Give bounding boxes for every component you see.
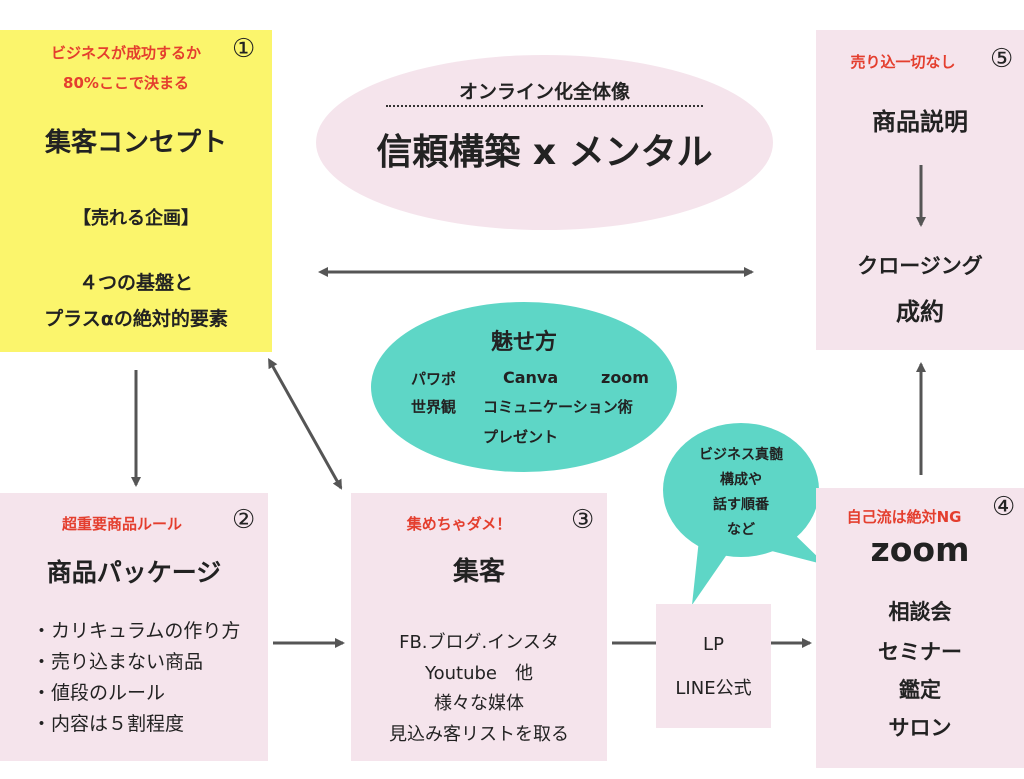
appraisal-label: 鑑定 <box>899 678 941 702</box>
arrow-concept-to-attract <box>268 358 343 490</box>
presentation-ellipse: 魅せ方 パワポ Canva zoom 世界観 コミュニケーション術 プレゼント <box>371 302 677 472</box>
lp-label: LP <box>703 634 724 655</box>
dotted-divider <box>386 105 703 107</box>
seminar-label: セミナー <box>878 640 962 664</box>
concept-box: ビジネスが成功するか 80%ここで決まる ① 集客コンセプト 【売れる企画】 ４… <box>0 30 272 352</box>
presentation-title: 魅せ方 <box>490 330 557 355</box>
speech-bubble-text: ビジネス真髄 構成や 話す順番 など <box>663 440 819 550</box>
concept-line2: プラスαの絶対的要素 <box>44 308 228 330</box>
media-line2: Youtube 他 <box>425 663 533 684</box>
product-rule-tag: 超重要商品ルール <box>61 515 182 533</box>
step-number-5: ⑤ <box>990 44 1014 74</box>
attract-tag: 集めちゃダメ！ <box>406 515 512 533</box>
lp-box: LP LINE公式 <box>656 604 771 728</box>
concept-tag-line2: 80%ここで決まる <box>63 74 189 92</box>
attract-customers-box: 集めちゃダメ！ ③ 集客 FB.ブログ.インスタ Youtube 他 様々な媒体… <box>351 493 607 761</box>
media-line3: 様々な媒体 <box>434 693 524 714</box>
closing-tag: 売り込一切なし <box>850 53 956 71</box>
concept-subtitle: 【売れる企画】 <box>73 208 199 229</box>
overview-title: 信頼構築 x メンタル <box>376 132 713 173</box>
media-line4: 見込み客リストを取る <box>389 724 569 745</box>
concept-line1: ４つの基盤と <box>78 272 193 294</box>
attract-title: 集客 <box>452 557 505 587</box>
media-line1: FB.ブログ.インスタ <box>399 632 559 653</box>
salon-label: サロン <box>888 716 952 740</box>
concept-tag-line1: ビジネスが成功するか <box>50 44 201 62</box>
step-number-2: ② <box>232 505 256 535</box>
zoom-title: zoom <box>870 530 970 569</box>
product-rule-list: ・カリキュラムの作り方 ・売り込まない商品 ・値段のルール ・内容は５割程度 <box>32 616 240 740</box>
speech-line1: ビジネス真髄 <box>699 447 783 463</box>
consultation-label: 相談会 <box>888 600 952 624</box>
item-communication: コミュニケーション術 <box>483 398 633 416</box>
overview-subtitle: オンライン化全体像 <box>458 81 630 103</box>
product-explanation: 商品説明 <box>872 108 968 136</box>
speech-line4: など <box>727 522 755 538</box>
concept-title: 集客コンセプト <box>44 128 227 158</box>
step-number-3: ③ <box>571 505 595 535</box>
list-item: ・売り込まない商品 <box>32 651 204 673</box>
list-item: ・カリキュラムの作り方 <box>32 620 241 642</box>
item-zoom: zoom <box>601 368 649 387</box>
speech-line3: 話す順番 <box>713 497 769 513</box>
speech-line2: 構成や <box>720 472 762 488</box>
list-item: ・値段のルール <box>32 682 166 704</box>
zoom-tag: 自己流は絶対NG <box>846 508 962 526</box>
contract-label: 成約 <box>896 298 944 326</box>
item-powerpoint: パワポ <box>411 370 457 388</box>
step-number-4: ④ <box>992 492 1016 522</box>
item-canva: Canva <box>503 368 559 387</box>
product-package-title: 商品パッケージ <box>46 558 222 587</box>
closing-box: 売り込一切なし ⑤ 商品説明 クロージング 成約 <box>816 30 1024 350</box>
product-package-box: 超重要商品ルール ② 商品パッケージ ・カリキュラムの作り方 ・売り込まない商品… <box>0 493 268 761</box>
step-number-1: ① <box>232 34 256 64</box>
zoom-box: 自己流は絶対NG ④ zoom 相談会 セミナー 鑑定 サロン <box>816 488 1024 768</box>
item-present: プレゼント <box>483 428 559 446</box>
overview-ellipse: オンライン化全体像 信頼構築 x メンタル <box>316 55 773 230</box>
closing-label: クロージング <box>857 254 983 278</box>
item-worldview: 世界観 <box>411 398 457 416</box>
list-item: ・内容は５割程度 <box>32 713 185 735</box>
line-official-label: LINE公式 <box>675 678 752 699</box>
